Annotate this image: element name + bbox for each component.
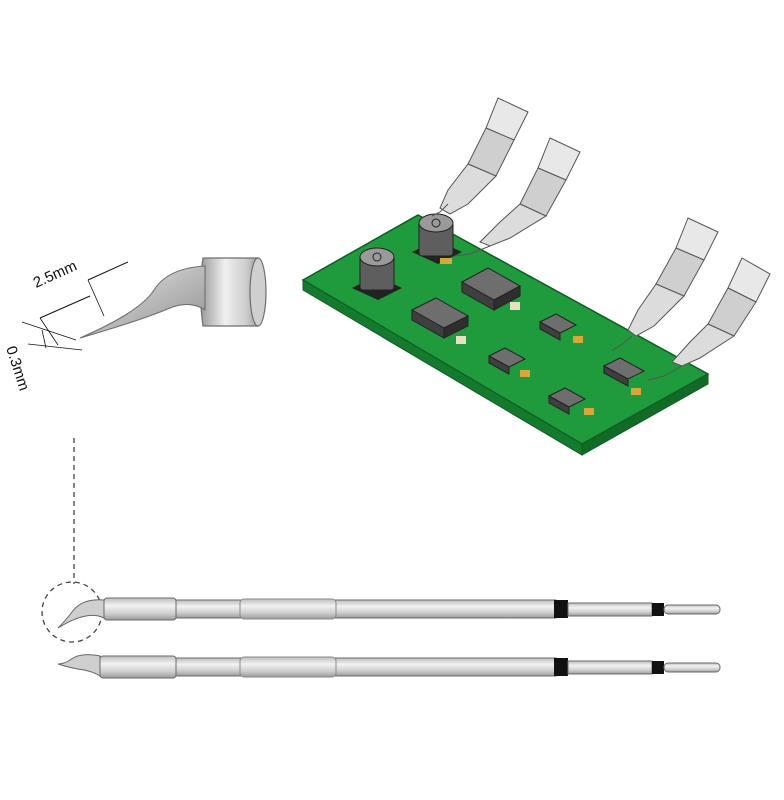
chip-4: [602, 357, 646, 395]
tip-closeup: 2.5mm 0.3mm: [2, 257, 267, 393]
tip-needle: [79, 265, 206, 339]
tip-dimension-label: 0.3mm: [2, 344, 32, 393]
capacitor-1: [352, 247, 402, 300]
diode-2: [410, 297, 470, 344]
pcb-tip-1: [431, 97, 529, 217]
pcb-tip-3: [611, 217, 719, 351]
diode-1: [460, 267, 522, 311]
pcb-illustration: [301, 97, 771, 456]
length-dimension-label: 2.5mm: [31, 257, 80, 291]
chip-3: [547, 387, 594, 415]
full-tip-2: [57, 654, 721, 679]
pcb-tip-4: [647, 257, 771, 381]
chip-2: [487, 347, 530, 377]
full-tip-1: [57, 597, 721, 629]
chip-1: [538, 313, 583, 343]
pcb-tip-2: [453, 137, 581, 257]
capacitor-2: [412, 213, 462, 264]
